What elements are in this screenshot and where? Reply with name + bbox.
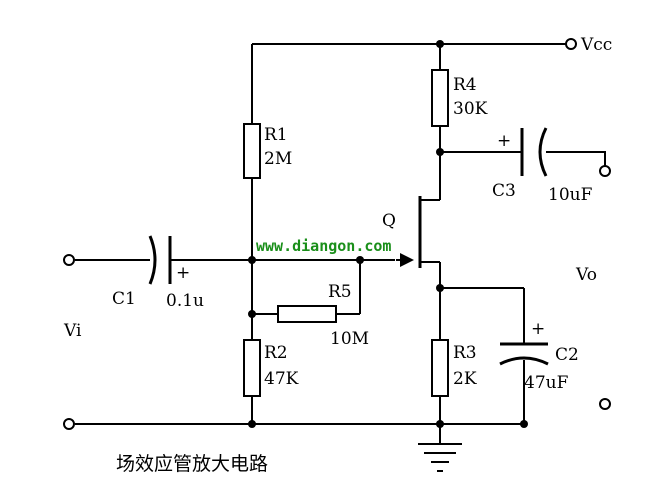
r1-label: R1 xyxy=(264,125,288,145)
vi-label: Vi xyxy=(63,321,82,341)
r5-value: 10M xyxy=(330,329,369,349)
r3-label: R3 xyxy=(453,343,477,363)
c2-capacitor xyxy=(499,342,549,366)
r5-label: R5 xyxy=(328,282,352,302)
vo-terminal-bottom xyxy=(599,398,611,410)
c3-capacitor xyxy=(520,127,548,177)
r3-value: 2K xyxy=(453,369,477,389)
c1-value: 0.1u xyxy=(166,291,204,311)
r4-resistor xyxy=(431,69,449,127)
junction-dots xyxy=(248,40,528,428)
fet-transistor xyxy=(396,196,422,268)
r4-value: 30K xyxy=(453,99,488,119)
c2-label: C2 xyxy=(555,345,579,365)
r2-label: R2 xyxy=(264,343,288,363)
c2-value: 47uF xyxy=(524,373,569,393)
c2-plus-sign: + xyxy=(531,319,545,339)
r2-value: 47K xyxy=(264,369,299,389)
c1-plus-sign: + xyxy=(176,263,190,283)
c3-label: C3 xyxy=(492,181,516,201)
vcc-label: Vcc xyxy=(580,35,612,55)
gate-arrow-icon xyxy=(400,253,414,267)
vo-label: Vo xyxy=(575,265,597,285)
vo-terminal-top xyxy=(599,165,611,177)
vi-terminal-bottom xyxy=(63,418,75,430)
diagram-caption: 场效应管放大电路 xyxy=(116,453,268,475)
watermark-text: www.diangon.com xyxy=(256,237,391,255)
r3-resistor xyxy=(431,339,449,397)
r1-resistor xyxy=(243,123,261,179)
vi-terminal-top xyxy=(63,254,75,266)
c3-plus-sign: + xyxy=(497,131,511,151)
c3-value: 10uF xyxy=(548,185,593,205)
r1-value: 2M xyxy=(264,149,292,169)
c1-capacitor xyxy=(148,235,172,285)
wires xyxy=(75,43,606,472)
r2-resistor xyxy=(243,339,261,397)
r4-label: R4 xyxy=(453,75,477,95)
r5-resistor xyxy=(277,305,337,323)
vcc-terminal xyxy=(565,38,577,50)
c1-label: C1 xyxy=(112,289,136,309)
q-label: Q xyxy=(382,211,396,231)
